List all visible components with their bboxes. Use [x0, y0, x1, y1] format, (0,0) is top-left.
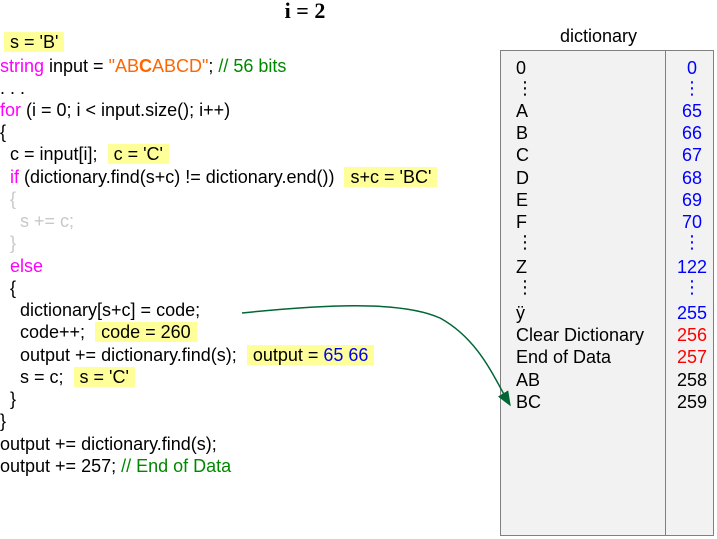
code-line-close-brace: } — [0, 411, 7, 431]
dict-key: E — [516, 190, 529, 210]
dict-value-ellipsis: ⋮ — [683, 277, 701, 297]
dict-key: ÿ — [516, 303, 525, 323]
dict-value: 258 — [676, 370, 708, 390]
dict-value-ellipsis: ⋮ — [683, 78, 701, 98]
code-line-else-close: } — [0, 389, 17, 409]
dict-key: End of Data — [516, 347, 612, 367]
code-line-else: else — [10, 256, 44, 276]
dict-value: 255 — [676, 303, 708, 323]
dict-value: 69 — [681, 190, 703, 210]
code-line-final-end: output += 257; // End of Data — [0, 456, 232, 476]
dict-value: 65 — [681, 101, 703, 121]
code-line-inner-open: { — [0, 189, 17, 209]
code-line-input: string input = "ABCABCD"; // 56 bits — [0, 56, 287, 76]
dict-key: C — [516, 145, 529, 165]
code-line-output-add: output += dictionary.find(s); output = 6… — [0, 344, 375, 366]
code-line-else-open: { — [0, 278, 17, 298]
dict-value: 0 — [686, 58, 697, 78]
dictionary-table — [500, 50, 714, 536]
code-line-dict-assign: dictionary[s+c] = code; — [0, 300, 201, 320]
code-line-s-c: s = c; s = 'C' — [0, 366, 135, 388]
iteration-title: i = 2 — [284, 0, 326, 23]
dict-key-ellipsis: ⋮ — [516, 232, 534, 252]
dict-key: Z — [516, 257, 527, 277]
dict-key: A — [516, 101, 529, 121]
s-c-highlight: s = 'C' — [73, 367, 135, 387]
code-line-inner-close: } — [0, 233, 17, 253]
code-line-ellipsis: . . . — [0, 78, 26, 98]
code-highlight: code = 260 — [95, 322, 197, 342]
dict-value: 259 — [676, 392, 708, 412]
dictionary-label: dictionary — [559, 26, 638, 46]
dict-value: 257 — [676, 347, 708, 367]
dict-key: Clear Dictionary — [516, 325, 645, 345]
dict-value: 70 — [681, 212, 703, 232]
dict-key: D — [516, 168, 529, 188]
code-line-c-assign: c = input[i]; c = 'C' — [0, 143, 169, 165]
dict-key: B — [516, 123, 529, 143]
dict-key: F — [516, 212, 527, 232]
dict-key: AB — [516, 370, 541, 390]
code-line-final-find: output += dictionary.find(s); — [0, 434, 217, 454]
dict-value: 67 — [681, 145, 703, 165]
dict-value-ellipsis: ⋮ — [683, 232, 701, 252]
dict-key-ellipsis: ⋮ — [516, 78, 534, 98]
c-highlight: c = 'C' — [107, 144, 169, 164]
s-highlight: s = 'B' — [4, 31, 65, 53]
code-line-inner-s: s += c; — [0, 211, 75, 231]
output-highlight: output = 65 66 — [246, 345, 375, 365]
dict-key: BC — [516, 392, 542, 412]
dict-value: 122 — [676, 257, 708, 277]
dict-value: 68 — [681, 168, 703, 188]
sc-highlight: s+c = 'BC' — [344, 167, 438, 187]
dict-value: 256 — [676, 325, 708, 345]
dict-key-ellipsis: ⋮ — [516, 277, 534, 297]
dictionary-column-divider — [665, 50, 666, 536]
code-line-open-brace: { — [0, 122, 7, 142]
dict-key: 0 — [516, 58, 527, 78]
dict-value: 66 — [681, 123, 703, 143]
code-line-if: if (dictionary.find(s+c) != dictionary.e… — [0, 166, 438, 188]
code-line-code-inc: code++; code = 260 — [0, 321, 197, 343]
code-line-for: for (i = 0; i < input.size(); i++) — [0, 100, 231, 120]
